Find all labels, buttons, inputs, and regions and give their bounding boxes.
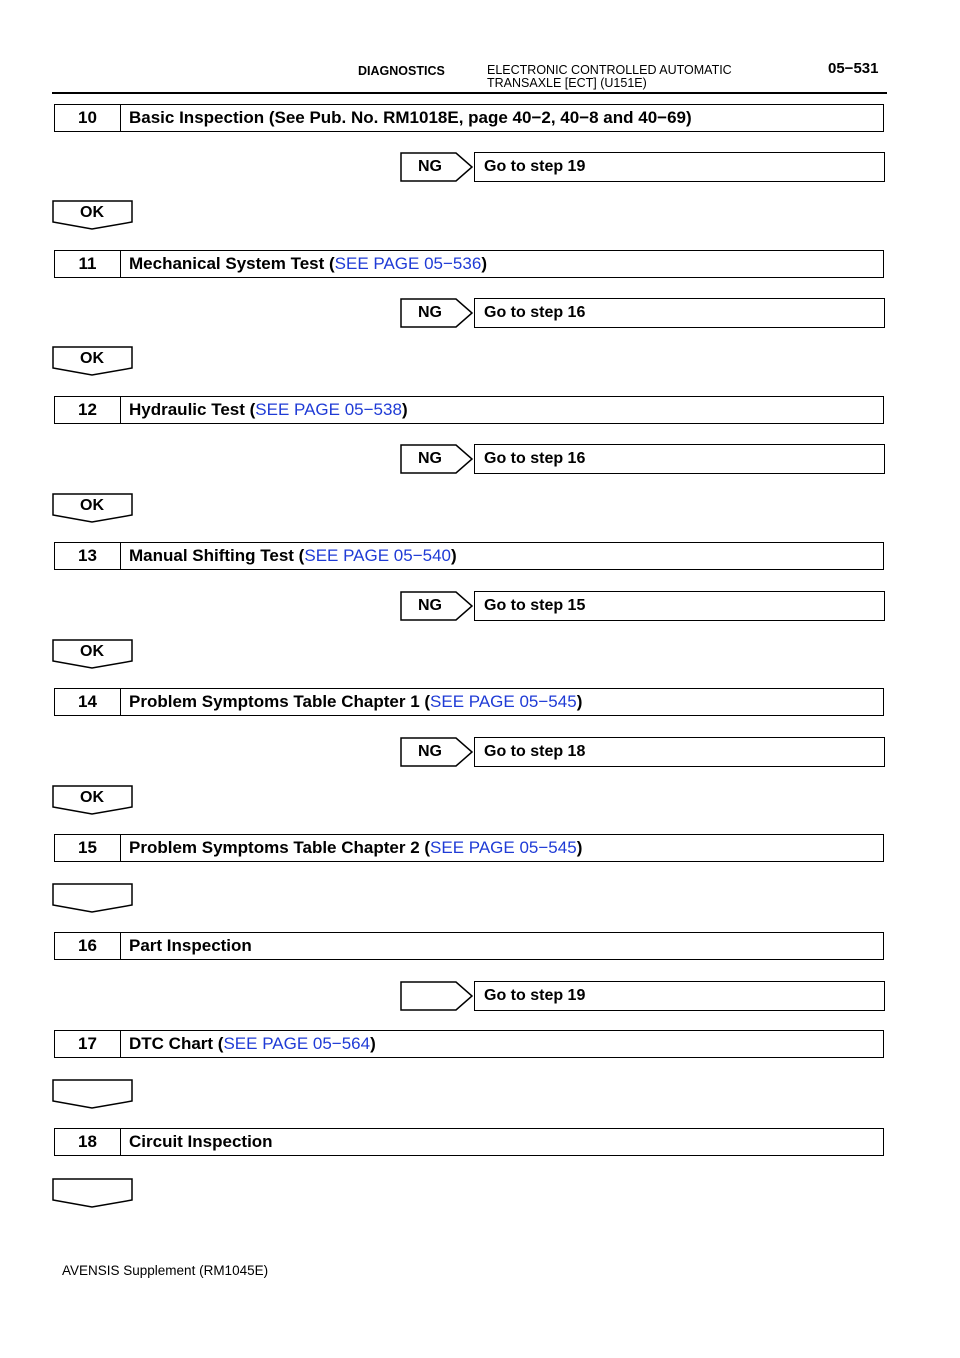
ng-arrow-icon: [400, 298, 474, 328]
continue-arrow: [52, 1079, 134, 1109]
see-page-link[interactable]: SEE PAGE 05−564: [223, 1034, 371, 1053]
step-14: 14 Problem Symptoms Table Chapter 1 (SEE…: [54, 688, 884, 716]
step-17: 17 DTC Chart (SEE PAGE 05−564): [54, 1030, 884, 1058]
step-number: 14: [55, 689, 121, 715]
ok-branch: OK: [52, 200, 134, 230]
ng-label: NG: [418, 158, 442, 175]
goto-step-link[interactable]: Go to step 16: [474, 298, 885, 328]
ok-label: OK: [80, 643, 104, 660]
continue-arrow: [52, 1178, 134, 1208]
ok-label: OK: [80, 789, 104, 806]
ok-label: OK: [80, 350, 104, 367]
step-title: Part Inspection: [129, 936, 252, 955]
ng-arrow-icon: [400, 444, 474, 474]
step-title: DTC Chart (SEE PAGE 05−564): [129, 1034, 376, 1053]
ok-arrow-icon: [52, 785, 133, 815]
goto-step-link[interactable]: Go to step 19: [474, 981, 885, 1011]
next-branch: Go to step 19: [400, 981, 885, 1011]
step-13: 13 Manual Shifting Test (SEE PAGE 05−540…: [54, 542, 884, 570]
header-title-line2: TRANSAXLE [ECT] (U151E): [487, 76, 647, 90]
step-number: 15: [55, 835, 121, 861]
step-16: 16 Part Inspection: [54, 932, 884, 960]
see-page-link[interactable]: SEE PAGE 05−545: [430, 838, 577, 857]
ng-branch: NG Go to step 16: [400, 298, 885, 328]
goto-step-link[interactable]: Go to step 15: [474, 591, 885, 621]
ng-arrow-icon: [400, 591, 474, 621]
step-11: 11 Mechanical System Test (SEE PAGE 05−5…: [54, 250, 884, 278]
step-title: Circuit Inspection: [129, 1132, 273, 1151]
step-title: Mechanical System Test (SEE PAGE 05−536): [129, 254, 487, 273]
step-title: Problem Symptoms Table Chapter 1 (SEE PA…: [129, 692, 583, 711]
ok-branch: OK: [52, 346, 134, 376]
ok-arrow-icon: [52, 346, 133, 376]
down-arrow-icon: [52, 883, 133, 913]
step-title: Manual Shifting Test (SEE PAGE 05−540): [129, 546, 457, 565]
ng-arrow-icon: [400, 737, 474, 767]
step-title: Basic Inspection (See Pub. No. RM1018E, …: [129, 108, 692, 127]
ng-label: NG: [418, 597, 442, 614]
ng-branch: NG Go to step 18: [400, 737, 885, 767]
step-15: 15 Problem Symptoms Table Chapter 2 (SEE…: [54, 834, 884, 862]
ok-label: OK: [80, 204, 104, 221]
goto-step-link[interactable]: Go to step 16: [474, 444, 885, 474]
down-arrow-icon: [52, 1079, 133, 1109]
ng-arrow-icon: [400, 152, 474, 182]
step-10: 10 Basic Inspection (See Pub. No. RM1018…: [54, 104, 884, 132]
see-page-link[interactable]: SEE PAGE 05−540: [304, 546, 452, 565]
step-number: 11: [55, 251, 121, 277]
step-number: 16: [55, 933, 121, 959]
ng-label: NG: [418, 304, 442, 321]
goto-step-link[interactable]: Go to step 18: [474, 737, 885, 767]
down-arrow-icon: [52, 1178, 133, 1208]
right-arrow-icon: [400, 981, 474, 1011]
ok-branch: OK: [52, 785, 134, 815]
step-number: 10: [55, 105, 121, 131]
ok-arrow-icon: [52, 200, 133, 230]
ok-branch: OK: [52, 493, 134, 523]
ng-label: NG: [418, 743, 442, 760]
page-number: 05−531: [828, 60, 879, 77]
ok-arrow-icon: [52, 493, 133, 523]
see-page-link[interactable]: SEE PAGE 05−538: [255, 400, 402, 419]
ok-branch: OK: [52, 639, 134, 669]
step-number: 13: [55, 543, 121, 569]
ng-branch: NG Go to step 16: [400, 444, 885, 474]
step-title: Problem Symptoms Table Chapter 2 (SEE PA…: [129, 838, 583, 857]
see-page-link[interactable]: SEE PAGE 05−545: [430, 692, 577, 711]
step-12: 12 Hydraulic Test (SEE PAGE 05−538): [54, 396, 884, 424]
header-rule: [52, 92, 887, 94]
footer-text: AVENSIS Supplement (RM1045E): [62, 1263, 269, 1278]
step-18: 18 Circuit Inspection: [54, 1128, 884, 1156]
header-title: ELECTRONIC CONTROLLED AUTOMATIC TRANSAXL…: [487, 64, 732, 90]
step-number: 18: [55, 1129, 121, 1155]
header-section: DIAGNOSTICS: [358, 64, 445, 78]
ng-label: NG: [418, 450, 442, 467]
step-number: 17: [55, 1031, 121, 1057]
step-title: Hydraulic Test (SEE PAGE 05−538): [129, 400, 408, 419]
ok-arrow-icon: [52, 639, 133, 669]
ng-branch: NG Go to step 19: [400, 152, 885, 182]
header-title-line1: ELECTRONIC CONTROLLED AUTOMATIC: [487, 63, 732, 77]
goto-step-link[interactable]: Go to step 19: [474, 152, 885, 182]
ng-branch: NG Go to step 15: [400, 591, 885, 621]
ok-label: OK: [80, 497, 104, 514]
see-page-link[interactable]: SEE PAGE 05−536: [334, 254, 482, 273]
step-number: 12: [55, 397, 121, 423]
continue-arrow: [52, 883, 134, 913]
